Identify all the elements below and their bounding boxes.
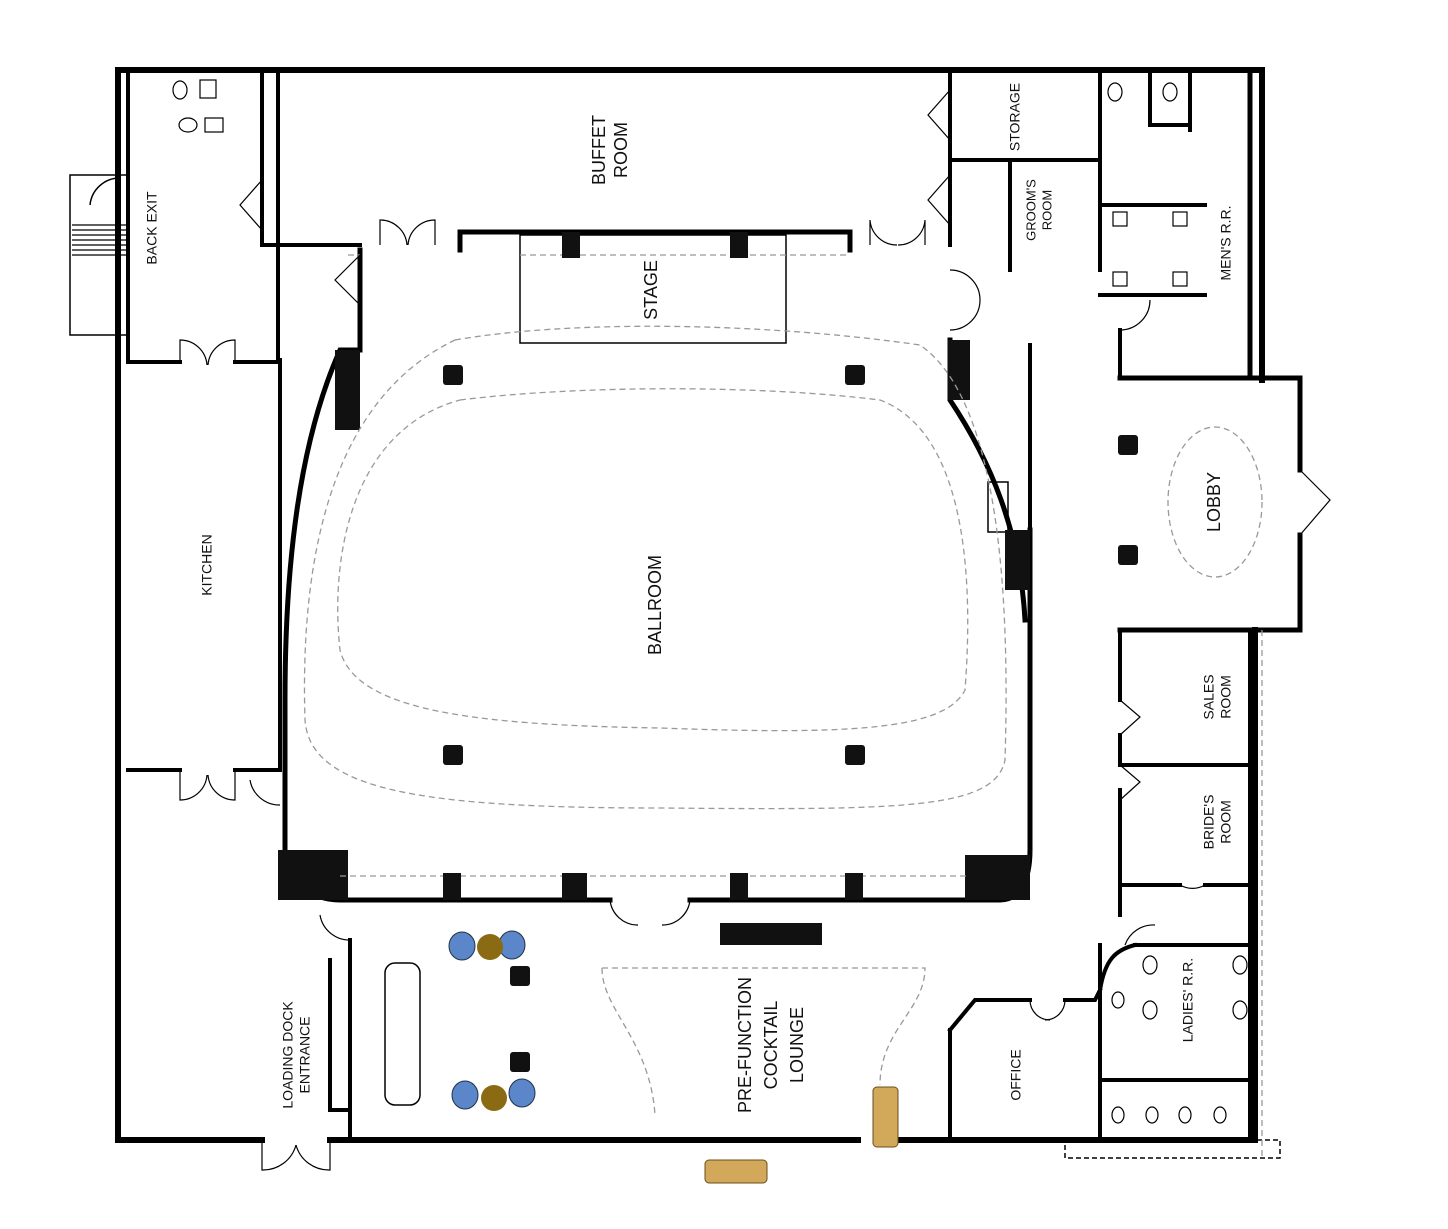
label-storage: STORAGE (1007, 83, 1023, 151)
chair-icon (498, 930, 526, 960)
label-ballroom: BALLROOM (645, 555, 665, 655)
chair-icon (508, 1078, 536, 1108)
outer-walls (115, 67, 1303, 1159)
sofa-icon (704, 1159, 768, 1184)
label-brides-room-2: ROOM (1218, 800, 1234, 844)
room-labels: BUFFET ROOM STORAGE GROOM'S ROOM MEN'S R… (144, 83, 1234, 1113)
back-exit-stairs (69, 174, 129, 336)
label-mens-rr: MEN'S R.R. (1218, 205, 1234, 280)
label-loading-dock-2: ENTRANCE (297, 1016, 313, 1093)
label-sales-room-2: ROOM (1218, 675, 1234, 719)
chair-icon (451, 1080, 479, 1110)
label-lounge-2: COCKTAIL (761, 1001, 781, 1090)
label-ladies-rr: LADIES' R.R. (1180, 958, 1196, 1042)
interior-walls (126, 67, 1253, 1142)
label-lounge-3: LOUNGE (787, 1007, 807, 1083)
label-lounge-1: PRE-FUNCTION (735, 977, 755, 1113)
label-back-exit: BACK EXIT (144, 191, 160, 265)
toilet-icon (1162, 82, 1178, 102)
label-kitchen: KITCHEN (199, 534, 215, 595)
label-lobby: LOBBY (1204, 472, 1224, 532)
label-loading-dock-1: LOADING DOCK (280, 1001, 296, 1109)
label-stage: STAGE (641, 260, 661, 320)
toilet-icon (1107, 82, 1123, 102)
table-icon (477, 934, 503, 960)
table-icon (481, 1085, 507, 1111)
columns (443, 232, 1138, 1072)
sofa-icon (872, 1086, 899, 1148)
label-buffet-room-1: BUFFET (589, 115, 609, 185)
label-office: OFFICE (1008, 1049, 1024, 1100)
ballroom-walls (278, 229, 1033, 903)
label-grooms-room-2: ROOM (1039, 190, 1054, 230)
label-buffet-room-2: ROOM (611, 122, 631, 178)
label-sales-room-1: SALES (1201, 674, 1217, 719)
chair-icon (448, 931, 476, 961)
restroom-fixtures (172, 79, 1263, 1124)
label-grooms-room-1: GROOM'S (1023, 179, 1038, 241)
lounge-furniture (329, 930, 926, 1184)
doors (179, 89, 1331, 1171)
label-brides-room-1: BRIDE'S (1201, 795, 1217, 850)
